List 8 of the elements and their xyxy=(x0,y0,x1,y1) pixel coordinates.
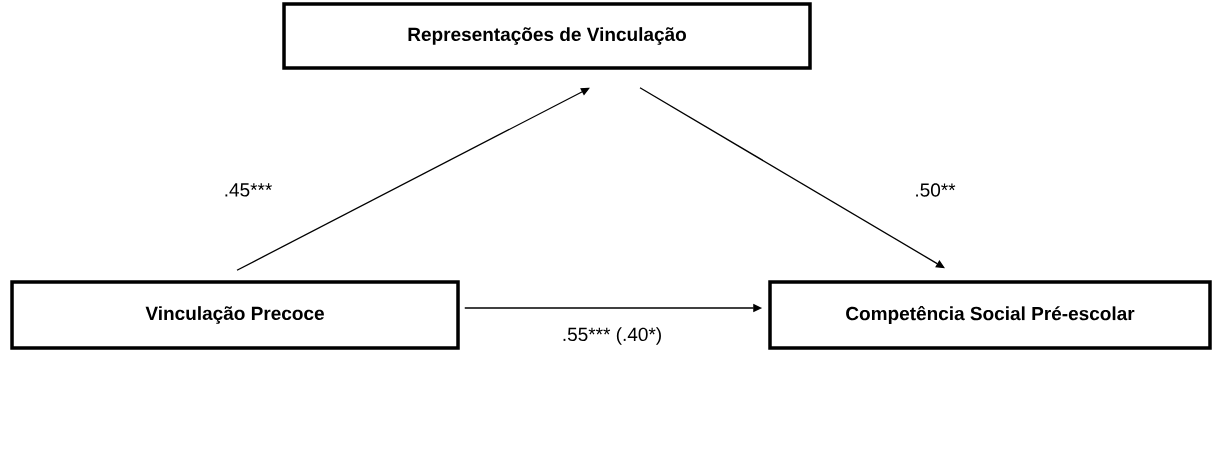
coefficient-label: .50** xyxy=(912,181,958,199)
coefficient-label: .55*** (.40*) xyxy=(559,325,665,347)
variable-box: Competência Social Pré-escolar xyxy=(768,280,1212,350)
variable-box: Representações de Vinculação xyxy=(282,2,812,70)
variable-box: Vinculação Precoce xyxy=(10,280,460,350)
coefficient-label: .45*** xyxy=(221,181,275,199)
arrow xyxy=(236,87,590,271)
arrow xyxy=(639,87,945,269)
